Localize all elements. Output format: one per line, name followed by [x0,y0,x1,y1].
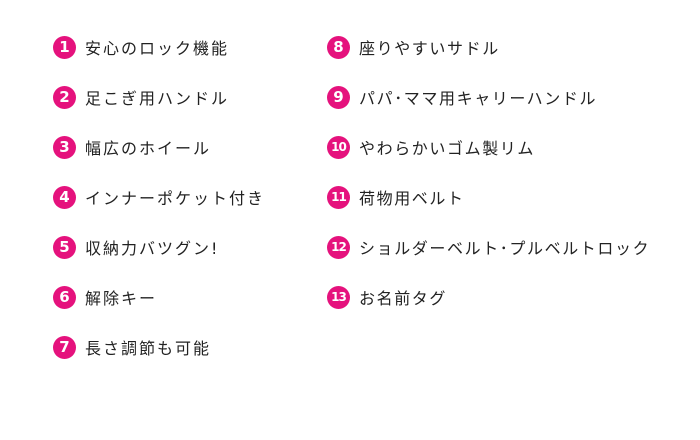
feature-number-badge: 9 [327,85,350,109]
feature-label: ショルダーベルト･プルベルトロック [359,239,651,258]
feature-label: 足こぎ用ハンドル [85,89,230,108]
feature-label: インナーポケット付き [85,189,266,208]
feature-number-badge: 5 [53,235,76,259]
feature-item: 7 長さ調節も可能 [53,322,265,372]
feature-number-badge: 3 [53,135,76,159]
feature-item: 10 やわらかいゴム製リム [327,122,650,172]
feature-number-badge: 10 [327,135,350,159]
feature-number-badge: 13 [327,285,350,309]
feature-label: 収納力バツグン! [85,239,220,258]
feature-item: 4 インナーポケット付き [53,172,265,222]
feature-number-badge: 11 [327,185,350,209]
feature-item: 5 収納力バツグン! [53,222,265,272]
feature-item: 12 ショルダーベルト･プルベルトロック [327,222,650,272]
feature-label: 安心のロック機能 [85,39,230,58]
feature-label: 幅広のホイール [85,139,212,158]
feature-label: 荷物用ベルト [359,189,465,208]
feature-list-left: 1 安心のロック機能 2 足こぎ用ハンドル 3 幅広のホイール 4 インナーポケ… [53,22,265,372]
feature-item: 1 安心のロック機能 [53,22,265,72]
feature-label: パパ･ママ用キャリーハンドル [359,89,598,108]
feature-item: 13 お名前タグ [327,272,650,322]
feature-number-badge: 8 [327,35,350,59]
feature-item: 2 足こぎ用ハンドル [53,72,265,122]
feature-number-badge: 4 [53,185,76,209]
feature-item: 6 解除キー [53,272,265,322]
feature-item: 9 パパ･ママ用キャリーハンドル [327,72,650,122]
feature-label: 解除キー [85,289,158,308]
feature-number-badge: 6 [53,285,76,309]
feature-label: 座りやすいサドル [359,39,500,58]
feature-item: 8 座りやすいサドル [327,22,650,72]
feature-label: お名前タグ [359,289,448,308]
feature-item: 11 荷物用ベルト [327,172,650,222]
feature-item: 3 幅広のホイール [53,122,265,172]
feature-number-badge: 7 [53,335,76,359]
feature-number-badge: 1 [53,35,76,59]
feature-label: 長さ調節も可能 [85,339,212,358]
feature-number-badge: 12 [327,235,350,259]
feature-number-badge: 2 [53,85,76,109]
feature-list-right: 8 座りやすいサドル 9 パパ･ママ用キャリーハンドル 10 やわらかいゴム製リ… [327,22,650,322]
feature-label: やわらかいゴム製リム [359,139,536,158]
